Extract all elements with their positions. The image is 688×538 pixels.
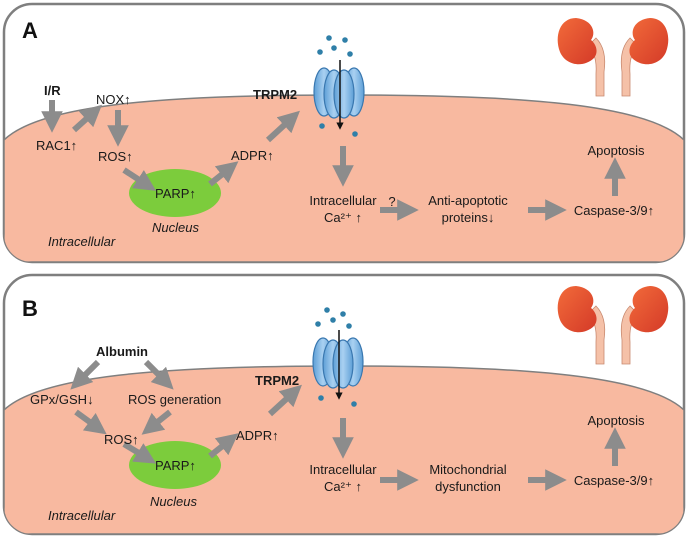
parp-label: PARP↑ [155, 458, 196, 473]
mid-label-line1: Anti-apoptotic [428, 193, 508, 208]
rac1-label: RAC1↑ [36, 138, 77, 153]
nucleus-label: Nucleus [152, 220, 199, 235]
mid-label-line2: proteins↓ [442, 210, 495, 225]
nucleus-label: Nucleus [150, 494, 197, 509]
ros-generation-label: ROS generation [128, 392, 221, 407]
unknown-link-label: ? [388, 194, 395, 209]
mid-label-line1: Mitochondrial [429, 462, 506, 477]
apoptosis-label: Apoptosis [587, 413, 645, 428]
panel-a-arrows [41, 100, 626, 221]
caspase-label: Caspase-3/9↑ [574, 473, 654, 488]
adpr-label: ADPR↑ [236, 428, 279, 443]
caspase-label: Caspase-3/9↑ [574, 203, 654, 218]
ros-label: ROS↑ [98, 149, 133, 164]
ros-label: ROS↑ [104, 432, 139, 447]
calcium-label-line2: Ca²⁺ ↑ [324, 479, 362, 494]
apoptosis-label: Apoptosis [587, 143, 645, 158]
panel-a-letter: A [22, 18, 38, 43]
ion-channel-icon [312, 307, 364, 407]
parp-label: PARP↑ [155, 186, 196, 201]
kidney-icon [557, 286, 669, 365]
panel-b: B [2, 273, 686, 536]
calcium-label-line1: Intracellular [309, 193, 377, 208]
adpr-label: ADPR↑ [231, 148, 274, 163]
region-label: Intracellular [48, 508, 116, 523]
trpm2-label: TRPM2 [253, 87, 297, 102]
panel-b-letter: B [22, 296, 38, 321]
trigger-label: I/R [44, 83, 61, 98]
gpx-gsh-label: GPx/GSH↓ [30, 392, 94, 407]
trpm2-label: TRPM2 [255, 373, 299, 388]
trigger-label: Albumin [96, 344, 148, 359]
calcium-label-line1: Intracellular [309, 462, 377, 477]
region-label: Intracellular [48, 234, 116, 249]
nox-label: NOX↑ [96, 92, 131, 107]
panel-b-arrows [70, 359, 626, 491]
kidney-icon [557, 18, 669, 97]
mid-label-line2: dysfunction [435, 479, 501, 494]
calcium-label-line2: Ca²⁺ ↑ [324, 210, 362, 225]
ion-channel-icon [313, 35, 365, 137]
panel-a: A [2, 2, 686, 264]
